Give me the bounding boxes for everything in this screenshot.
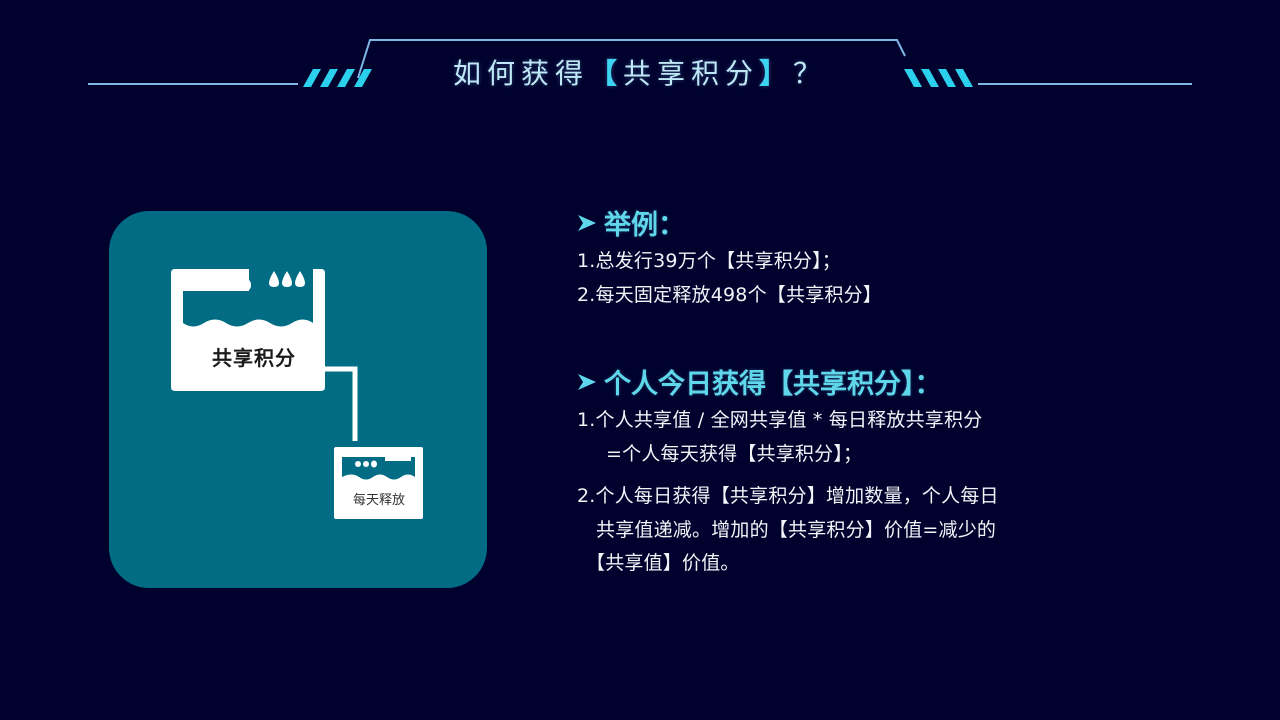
illustration-card [109,211,487,588]
example-heading: 举例： [578,203,685,242]
slide-title: 如何获得【共享积分】？ [400,52,880,92]
arrow-bullet-icon [578,373,596,390]
daily-line-2: =个人每天获得【共享积分】； [606,443,863,465]
daily-line-3: 2.个人每日获得【共享积分】增加数量，个人每日 [577,485,999,507]
title-open-bracket: 【 [588,57,623,90]
example-line-1: 1.总发行39万个【共享积分】； [577,250,842,272]
example-heading-text: 举例： [604,210,685,241]
arrow-bullet-icon [578,214,596,231]
title-suffix: ？ [793,57,828,90]
title-close-bracket: 】 [759,57,794,90]
small-tank-label: 每天释放 [352,493,405,508]
water-drops-icon [269,271,305,287]
title-prefix: 如何获得 [452,57,589,90]
main-tank-label: 共享积分 [212,346,296,370]
title-keyword: 共享积分 [622,57,759,90]
daily-heading-text: 个人今日获得【共享积分】： [604,369,942,400]
pipe-icon [325,366,358,441]
example-line-2: 2.每天固定释放498个【共享积分】 [577,284,882,306]
header-frame-decoration [88,39,1192,87]
daily-heading: 个人今日获得【共享积分】： [578,362,942,401]
daily-line-1: 1.个人共享值 / 全网共享值 * 每日释放共享积分 [577,409,983,431]
water-tank-icon [171,269,423,519]
daily-line-5: 【共享值】价值。 [586,552,740,574]
daily-line-4: 共享值递减。增加的【共享积分】价值=减少的 [596,519,997,541]
